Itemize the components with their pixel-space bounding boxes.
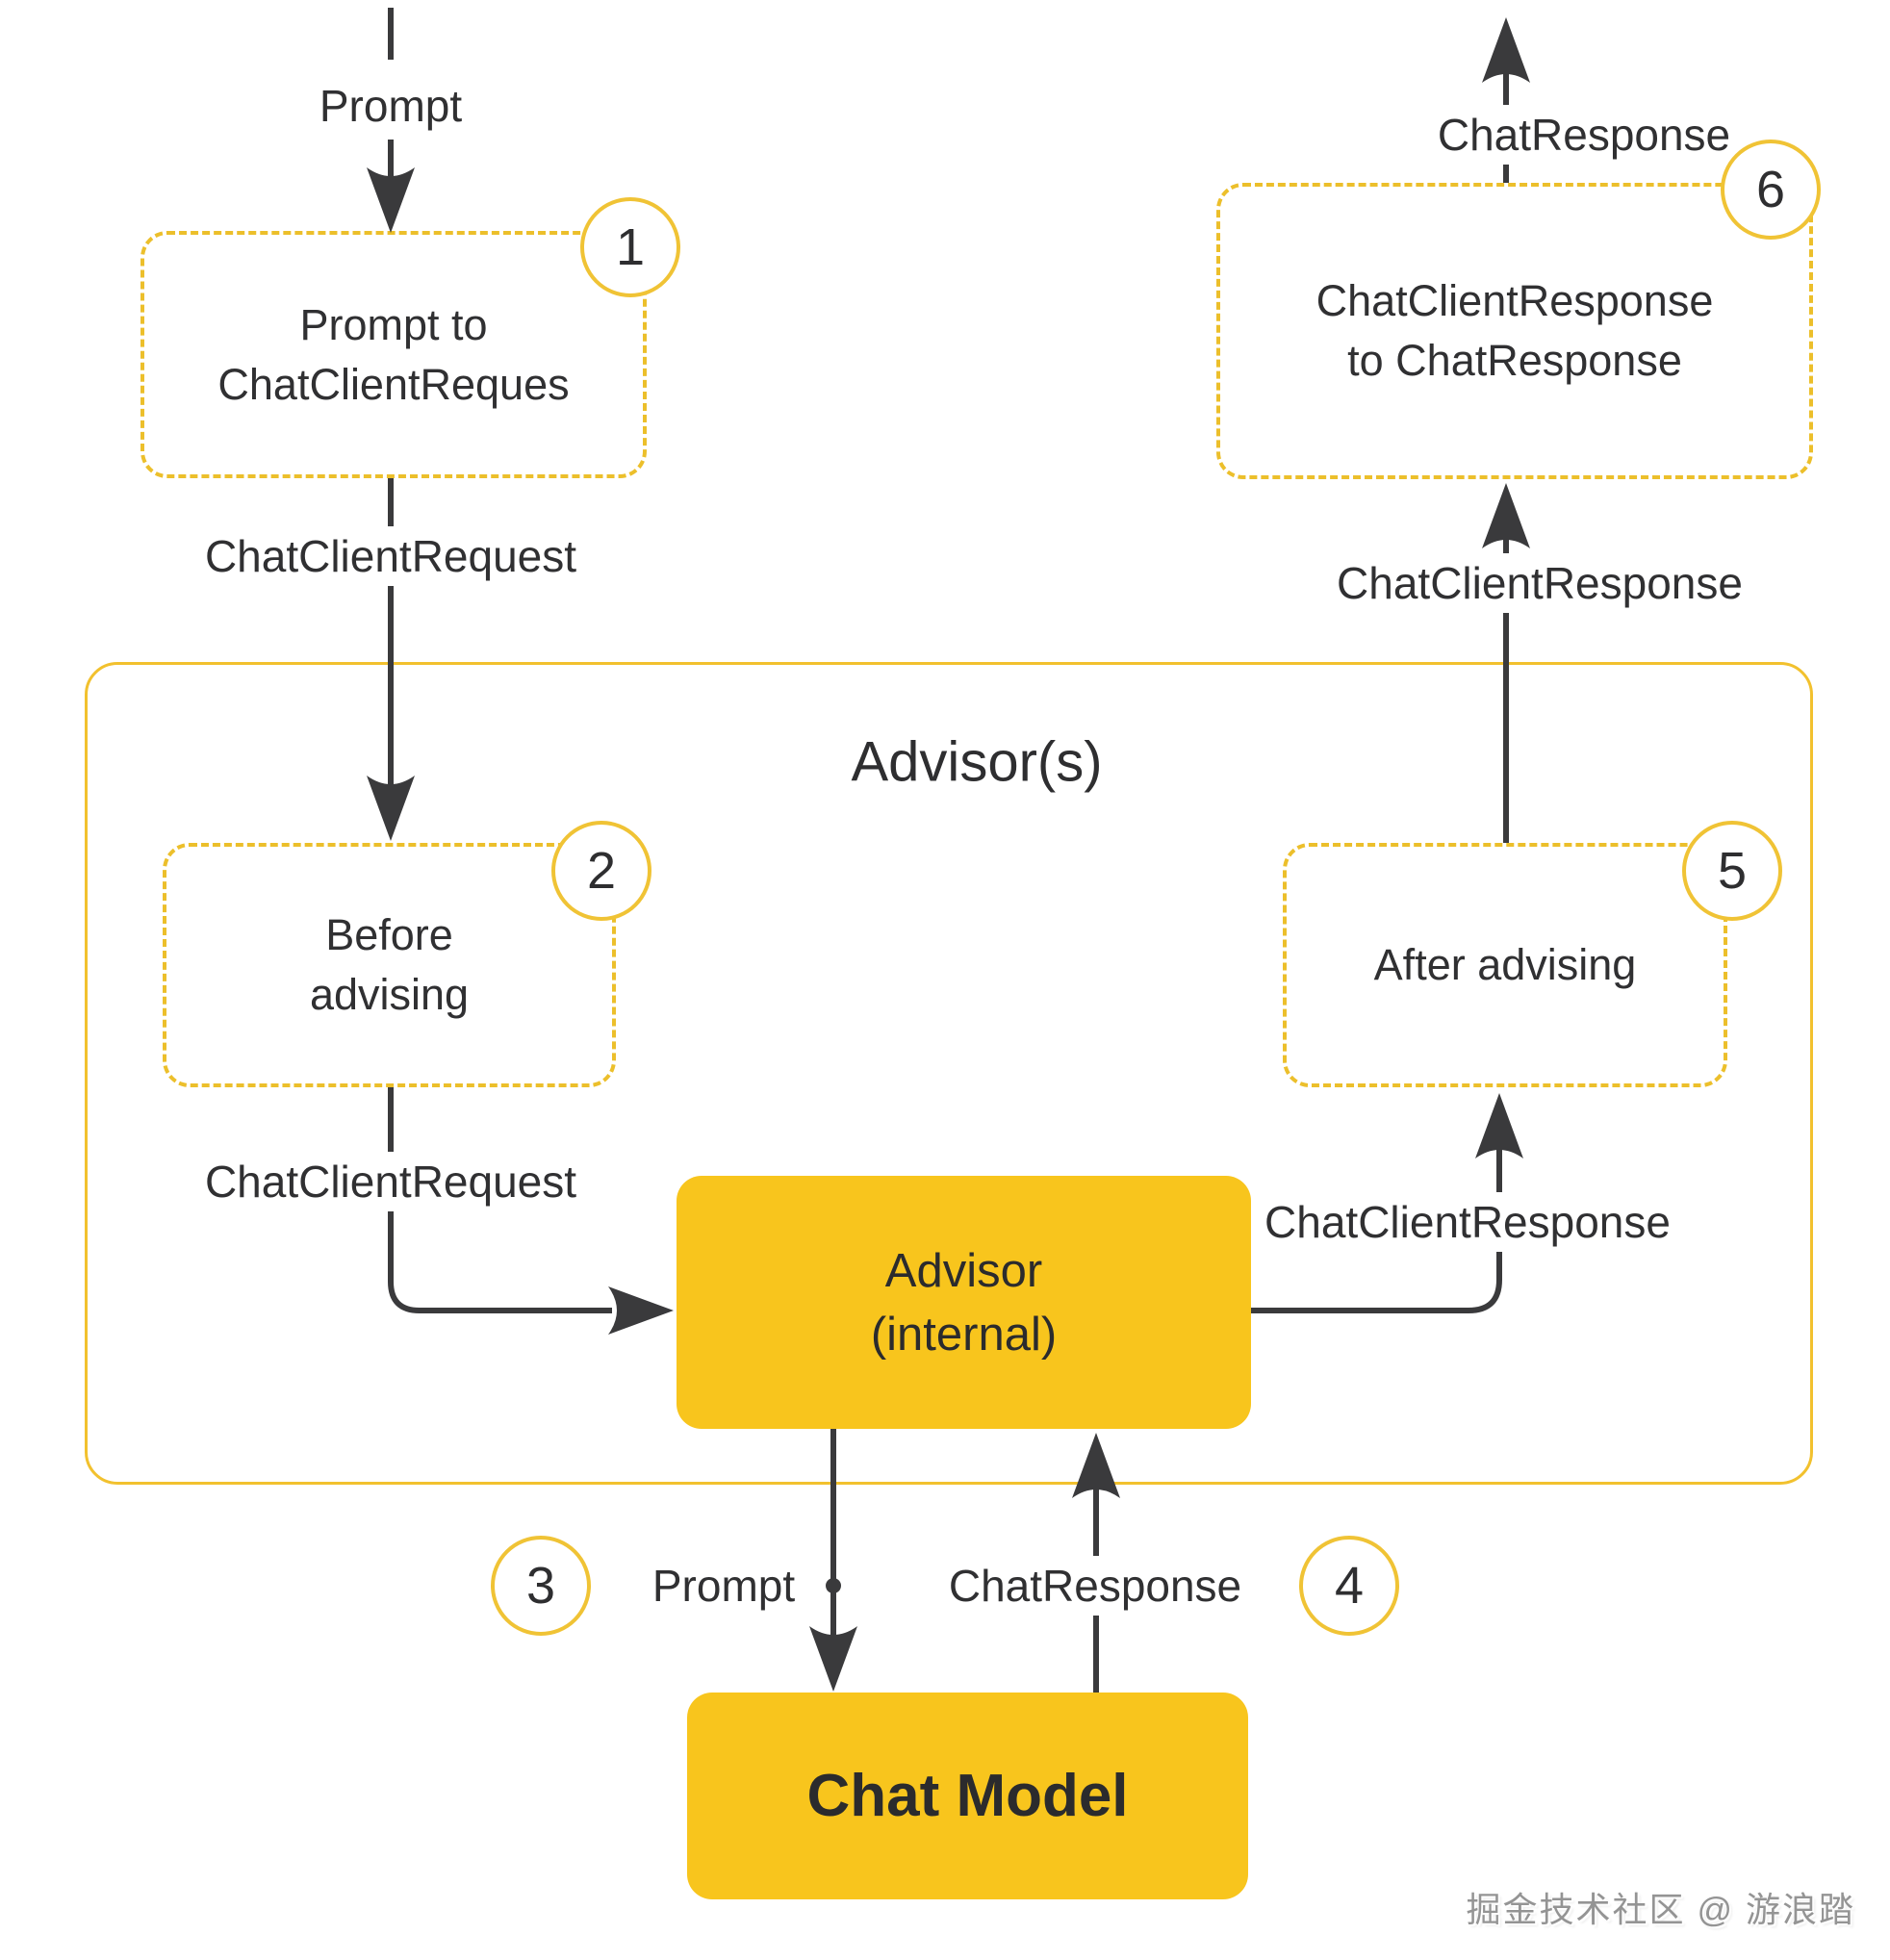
- step6-line2: to ChatResponse: [1347, 336, 1682, 385]
- step6-line1: ChatClientResponse: [1315, 276, 1714, 325]
- step1-prompt-to-chatclientrequest-box: Prompt to ChatClientReques: [140, 231, 647, 478]
- label-chatclientresponse-outer: ChatClientResponse: [1325, 553, 1754, 613]
- arrowhead-up-step5: [1475, 1093, 1523, 1158]
- step5-after-advising-box: After advising: [1283, 843, 1727, 1087]
- step2-number-badge: 2: [551, 821, 651, 921]
- label-prompt-to-model: Prompt: [651, 1561, 796, 1611]
- chat-model-label: Chat Model: [806, 1763, 1129, 1829]
- step1-line2: ChatClientReques: [217, 359, 570, 409]
- label-chatresponse-out: ChatResponse: [1425, 105, 1743, 165]
- arrow-step2-to-advisor-elbow: [388, 1087, 612, 1313]
- label-chatclientrequest-outer: ChatClientRequest: [192, 526, 589, 586]
- junction-dot: [826, 1578, 841, 1593]
- step6-number-badge: 6: [1721, 140, 1821, 240]
- arrowhead-up-chatresponse-out: [1482, 17, 1530, 83]
- step1-line1: Prompt to: [299, 299, 488, 349]
- arrowhead-up-step6: [1482, 483, 1530, 548]
- step5-number-badge: 5: [1682, 821, 1782, 921]
- label-chatclientrequest-inner: ChatClientRequest: [192, 1152, 589, 1211]
- advisors-container-title: Advisor(s): [851, 730, 1103, 794]
- chat-model-node: Chat Model: [687, 1693, 1248, 1899]
- step5-line1: After advising: [1373, 940, 1637, 989]
- advisor-internal-line1: Advisor: [884, 1244, 1043, 1297]
- label-chatresponse-from-model: ChatResponse: [936, 1556, 1254, 1616]
- watermark-text: 掘金技术社区 @ 游浪踏: [1466, 1890, 1855, 1929]
- step2-line2: advising: [309, 970, 470, 1019]
- arrowhead-right-advisor: [608, 1286, 674, 1335]
- arrowhead-down-chatmodel: [809, 1626, 857, 1692]
- step2-line1: Before: [325, 910, 453, 959]
- label-prompt-in: Prompt: [319, 81, 463, 131]
- step6-chatclientresponse-to-chatresponse-box: ChatClientResponse to ChatResponse: [1216, 183, 1813, 479]
- advisors-container-box: [85, 662, 1813, 1485]
- label-chatclientresponse-inner: ChatClientResponse: [1253, 1192, 1682, 1252]
- advisor-internal-node: Advisor (internal): [677, 1176, 1251, 1429]
- step1-number-badge: 1: [580, 197, 680, 297]
- step2-before-advising-box: Before advising: [163, 843, 616, 1087]
- arrowhead-down-step1: [367, 167, 415, 233]
- step3-number-badge: 3: [491, 1536, 591, 1636]
- step4-number-badge: 4: [1299, 1536, 1399, 1636]
- arrow-advisor-to-step5-elbow: [1251, 1145, 1502, 1313]
- arrowhead-down-step2: [367, 776, 415, 841]
- advisor-internal-line2: (internal): [870, 1308, 1058, 1361]
- arrowhead-up-from-chatmodel: [1072, 1433, 1120, 1498]
